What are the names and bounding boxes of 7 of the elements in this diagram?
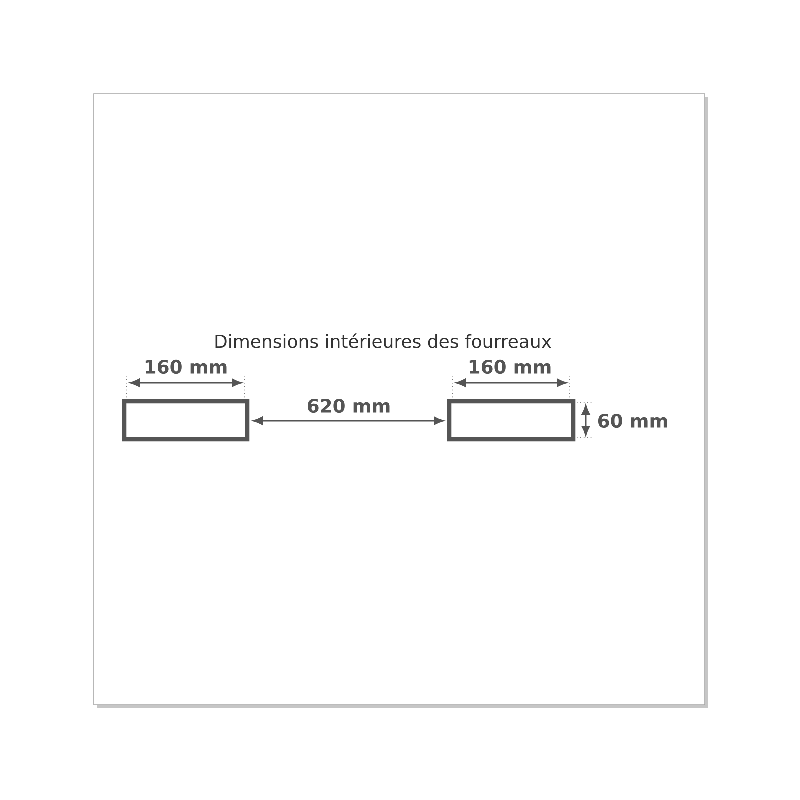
sleeve-box bbox=[447, 399, 576, 442]
title: Dimensions intérieures des fourreaux bbox=[216, 334, 552, 348]
dimension-label: 160 mm bbox=[470, 360, 551, 374]
sleeve-box bbox=[122, 399, 250, 442]
dimension-label: 60 mm bbox=[598, 414, 668, 428]
dimension-label: 160 mm bbox=[146, 360, 227, 374]
dimension-label: 620 mm bbox=[308, 398, 390, 414]
